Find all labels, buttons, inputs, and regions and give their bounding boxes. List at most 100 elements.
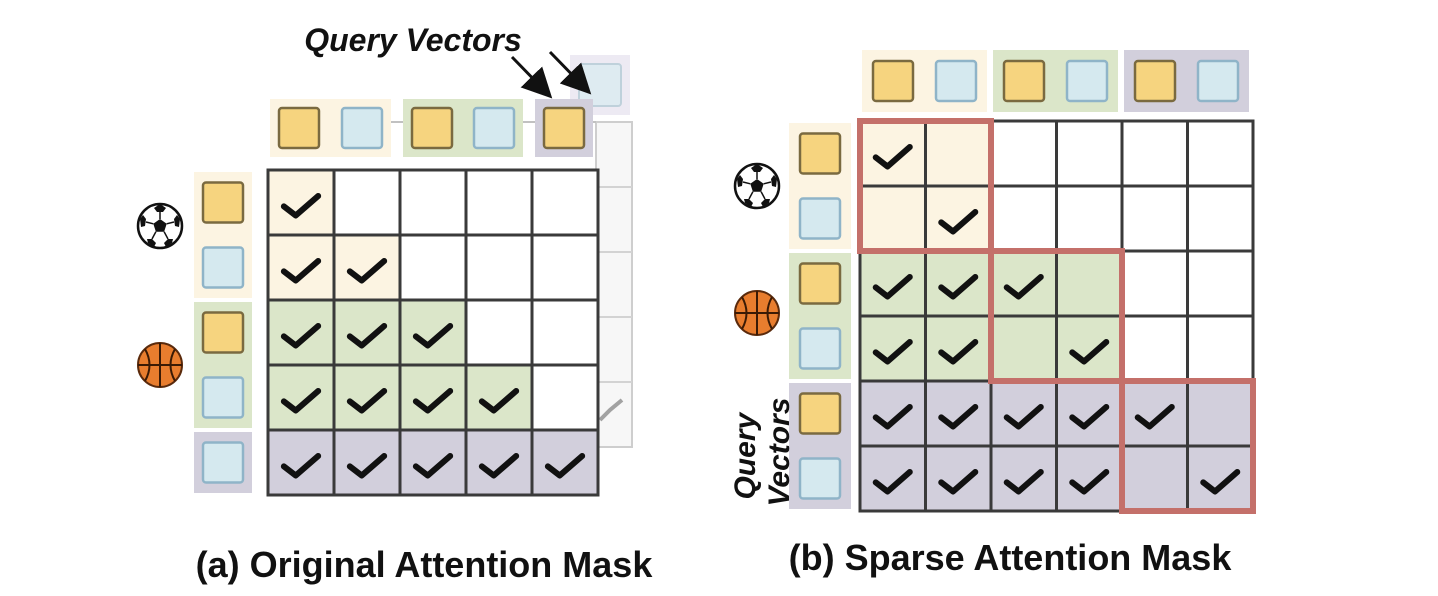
mask-cell [1186, 184, 1255, 253]
panel-b-query-label-line1: Query [729, 412, 762, 500]
key-token-blue [472, 106, 516, 150]
mask-cell [1186, 444, 1255, 513]
checkmark-icon [412, 323, 454, 349]
mask-cell [1186, 379, 1255, 448]
mask-cell [1055, 249, 1124, 318]
mask-cell [924, 314, 993, 383]
checkmark-icon [1069, 339, 1110, 365]
mask-cell [266, 298, 336, 367]
checkmark-icon [346, 453, 388, 479]
mask-cell [1120, 184, 1189, 253]
panel-a-query-vectors-label: Query Vectors [304, 22, 522, 58]
mask-cell [464, 428, 534, 497]
key-token-yellow [410, 106, 454, 150]
checkmark-icon [872, 404, 913, 430]
mask-cell [924, 249, 993, 318]
arrow-icon [548, 50, 592, 95]
soccer-ball-icon [733, 162, 781, 210]
panel-a: Query Vectors (a) Original Attention Mas… [136, 22, 653, 585]
query-token-blue [201, 441, 245, 484]
mask-cell [989, 184, 1058, 253]
key-token-blue [1065, 59, 1109, 103]
checkmark-icon [280, 323, 322, 349]
key-token-blue [934, 59, 978, 103]
checkmark-icon [280, 193, 322, 219]
mask-cell [1186, 119, 1255, 188]
mask-cell [1055, 379, 1124, 448]
checkmark-icon [1069, 469, 1110, 495]
sparse-attention-block [988, 248, 1125, 384]
mask-cell [530, 233, 600, 302]
soccer-ball-icon [136, 202, 184, 250]
query-token-blue [201, 246, 245, 289]
mask-cell [530, 168, 600, 237]
query-token-yellow [201, 181, 245, 224]
mask-cell [464, 168, 534, 237]
checkmark-icon [478, 453, 520, 479]
mask-cell [1055, 444, 1124, 513]
mask-cell [989, 249, 1058, 318]
checkmark-icon [938, 339, 979, 365]
query-token-blue [798, 327, 842, 370]
key-token-yellow [1133, 59, 1177, 103]
checkmark-icon [872, 274, 913, 300]
key-token-yellow [1002, 59, 1046, 103]
mask-cell [1120, 444, 1189, 513]
checkmark-icon [1200, 469, 1241, 495]
mask-cell [332, 233, 402, 302]
panel-b: Query Vectors (b) Sparse Attention Mask [729, 50, 1256, 578]
checkmark-icon [280, 258, 322, 284]
mask-cell [924, 444, 993, 513]
mask-cell [464, 233, 534, 302]
mask-cell [266, 168, 336, 237]
key-token-yellow [277, 106, 321, 150]
key-token-blue [340, 106, 384, 150]
mask-cell [1120, 249, 1189, 318]
checkmark-icon [280, 388, 322, 414]
mask-cell [266, 363, 336, 432]
checkmark-icon [346, 258, 388, 284]
mask-cell [858, 444, 927, 513]
checkmark-icon [412, 453, 454, 479]
mask-cell [398, 233, 468, 302]
mask-cell [924, 184, 993, 253]
panel-a-back-check-icon [598, 398, 624, 422]
mask-cell [858, 184, 927, 253]
mask-cell [924, 119, 993, 188]
mask-cell [332, 428, 402, 497]
mask-cell [1055, 184, 1124, 253]
mask-cell [1186, 249, 1255, 318]
checkmark-icon [872, 144, 913, 170]
panel-a-back-grid [595, 121, 633, 448]
mask-cell [530, 363, 600, 432]
checkmark-icon [1003, 469, 1044, 495]
mask-cell [266, 428, 336, 497]
panel-b-query-vectors-label: Query Vectors [729, 398, 796, 507]
mask-cell [398, 168, 468, 237]
arrow-icon [510, 55, 553, 99]
checkmark-icon [872, 469, 913, 495]
panel-b-caption: (b) Sparse Attention Mask [789, 537, 1233, 578]
mask-cell [858, 249, 927, 318]
mask-cell [989, 379, 1058, 448]
mask-cell [530, 298, 600, 367]
mask-cell [464, 363, 534, 432]
mask-cell [332, 168, 402, 237]
basketball-icon [137, 342, 183, 388]
checkmark-icon [1003, 274, 1044, 300]
checkmark-icon [938, 404, 979, 430]
mask-cell [989, 314, 1058, 383]
query-token-blue [798, 457, 842, 500]
mask-cell [989, 119, 1058, 188]
mask-cell [1120, 314, 1189, 383]
key-token-blue [1196, 59, 1240, 103]
checkmark-icon [478, 388, 520, 414]
mask-cell [398, 428, 468, 497]
checkmark-icon [346, 388, 388, 414]
query-token-yellow [798, 132, 842, 175]
checkmark-icon [1134, 404, 1175, 430]
basketball-icon [734, 290, 780, 336]
query-token-blue [798, 197, 842, 240]
mask-cell [332, 298, 402, 367]
